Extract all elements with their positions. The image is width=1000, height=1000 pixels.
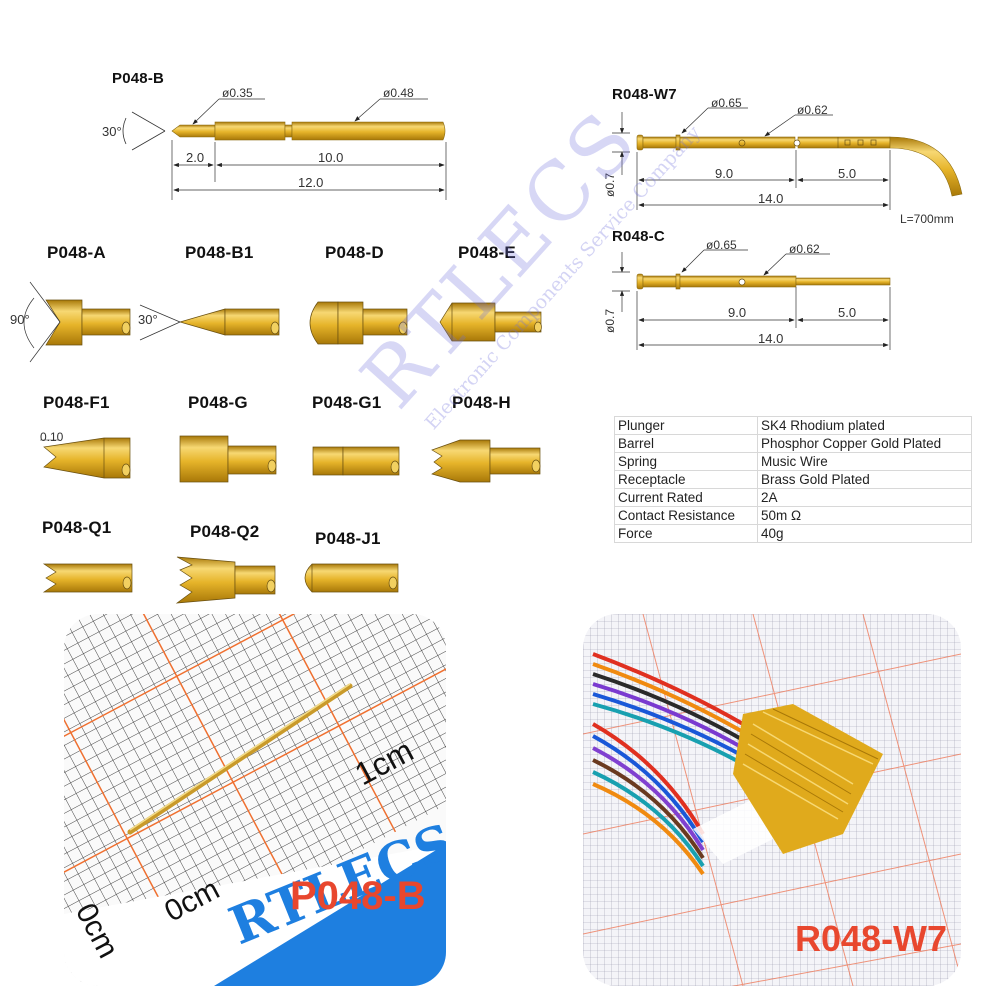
- spec-value: Phosphor Copper Gold Plated: [757, 434, 972, 453]
- r048-c-inner-diameter: ø0.62: [789, 242, 820, 256]
- spec-value: Brass Gold Plated: [757, 470, 972, 489]
- tip-title-p048-a: P048-A: [47, 243, 106, 262]
- tip-drawings: [23, 281, 542, 604]
- tip-title-p048-b1: P048-B1: [185, 243, 254, 262]
- r048-w7-wire-length: L=700mm: [900, 212, 954, 226]
- spec-value: Music Wire: [757, 452, 972, 471]
- tip-title-p048-q2: P048-Q2: [190, 522, 260, 541]
- photo-label-r048-w7: R048-W7: [795, 918, 948, 959]
- tip-title-p048-d: P048-D: [325, 243, 384, 262]
- spec-value: 50m Ω: [757, 506, 972, 525]
- r048-w7-title: R048-W7: [612, 86, 677, 103]
- spec-key: Plunger: [614, 416, 758, 435]
- tip-title-p048-e: P048-E: [458, 243, 516, 262]
- spec-key: Force: [614, 524, 758, 543]
- r048-c-len-b: 5.0: [838, 305, 857, 320]
- r048-c-total-length: 14.0: [758, 331, 784, 346]
- photo-label-p048-b: P048-B: [290, 874, 426, 918]
- r048-c-len-a: 9.0: [728, 305, 747, 320]
- spec-key: Barrel: [614, 434, 758, 453]
- r048-c-drawing: [612, 249, 891, 350]
- tip-title-p048-j1: P048-J1: [315, 529, 381, 548]
- spec-value: 40g: [757, 524, 972, 543]
- r048-w7-inner-diameter: ø0.62: [797, 103, 828, 117]
- tip-title-p048-h: P048-H: [452, 393, 511, 412]
- tip-title-p048-q1: P048-Q1: [42, 518, 112, 537]
- p048-b-tip-diameter: ø0.35: [222, 86, 253, 100]
- photo-r048-w7: R048-W7: [583, 614, 961, 986]
- p048-b-title: P048-B: [112, 70, 165, 87]
- r048-w7-len-a: 9.0: [715, 166, 734, 181]
- spec-value: 2A: [757, 488, 972, 507]
- r048-w7-drawing: [612, 107, 963, 210]
- spec-key: Current Rated: [614, 488, 758, 507]
- r048-c-outer-diameter: ø0.65: [706, 238, 737, 252]
- p048-b-barrel-diameter: ø0.48: [383, 86, 414, 100]
- r048-w7-len-b: 5.0: [838, 166, 857, 181]
- p048-b-tip-length: 2.0: [186, 150, 205, 165]
- p048-b-body-length: 10.0: [318, 150, 344, 165]
- tip-title-p048-f1: P048-F1: [43, 393, 110, 412]
- p048-b-total-length: 12.0: [298, 175, 324, 190]
- spec-key: Spring: [614, 452, 758, 471]
- spec-value: SK4 Rhodium plated: [757, 416, 972, 435]
- p048-b-angle: 30°: [102, 124, 122, 139]
- r048-w7-outer-diameter: ø0.65: [711, 96, 742, 110]
- r048-c-title: R048-C: [612, 228, 665, 245]
- tip-p048-b1-angle: 30°: [138, 312, 158, 327]
- p048-b-drawing: [122, 98, 447, 200]
- r048-w7-total-length: 14.0: [758, 191, 784, 206]
- spec-key: Contact Resistance: [614, 506, 758, 525]
- tip-p048-f1-dim: 0.10: [40, 430, 64, 444]
- tip-title-p048-g1: P048-G1: [312, 393, 382, 412]
- tip-title-p048-g: P048-G: [188, 393, 248, 412]
- photo-p048-b: 1cm 0cm 0cm RTLECS P048-B: [64, 614, 446, 986]
- spec-key: Receptacle: [614, 470, 758, 489]
